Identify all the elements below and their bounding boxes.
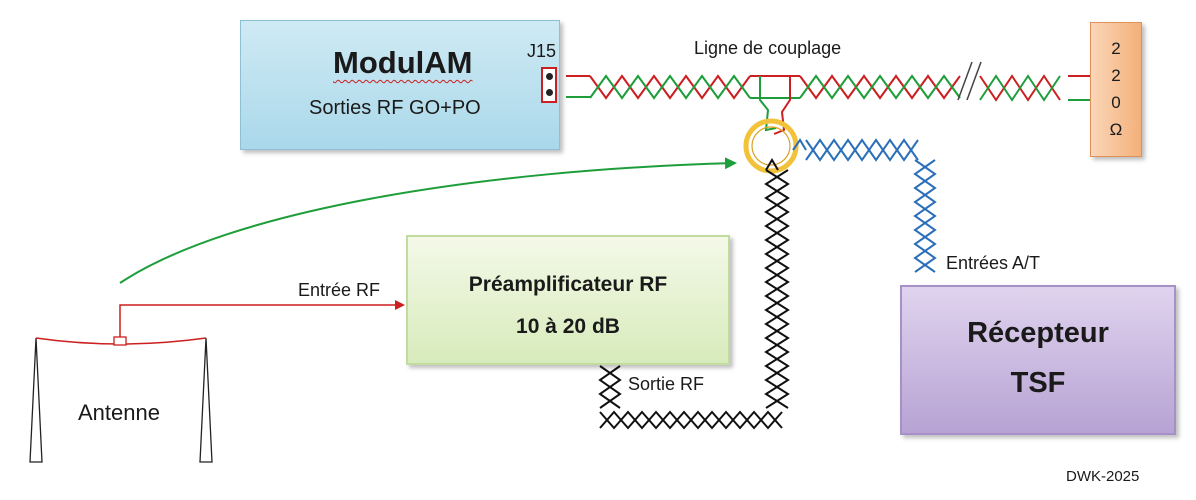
preamp-line2: 10 à 20 dB xyxy=(516,315,620,338)
credit-label: DWK-2025 xyxy=(1066,468,1140,485)
black-vertical-right-b xyxy=(764,169,790,409)
coupling-segment-3-b xyxy=(979,74,1061,102)
receiver-line1: Récepteur xyxy=(967,317,1109,349)
modulam-subtitle: Sorties RF GO+PO xyxy=(309,97,481,119)
blue-vertical-b xyxy=(913,159,937,273)
receiver-line2: TSF xyxy=(1010,367,1066,399)
connector-pin-bottom xyxy=(546,89,553,96)
load-value: 2 2 0 Ω xyxy=(1091,35,1141,143)
coupling-segment-2-a xyxy=(799,74,961,100)
coupling-drop-green xyxy=(759,76,777,132)
coupling-segment-2-b xyxy=(799,74,961,100)
blue-horizontal-b xyxy=(805,138,919,162)
connector-j15 xyxy=(541,67,557,103)
coupling-twisted-pair xyxy=(566,74,1061,102)
load-resistor-box: 2 2 0 Ω xyxy=(1090,22,1142,157)
rf-input-line xyxy=(119,300,405,337)
coupling-segment-1-b xyxy=(589,74,751,100)
load-char: 2 xyxy=(1111,66,1121,85)
antenna-insulator xyxy=(113,336,127,346)
connector-pin-top xyxy=(546,73,553,80)
blue-lead xyxy=(792,138,807,151)
load-char: 2 xyxy=(1111,39,1121,58)
coupling-line-break xyxy=(957,61,982,101)
at-inputs-label: Entrées A/T xyxy=(946,253,1041,273)
preamp-box: Préamplificateur RF 10 à 20 dB xyxy=(406,235,730,365)
ferrite-ring-inner xyxy=(751,126,791,166)
antenna-mast-right xyxy=(199,337,213,463)
coupling-arrow xyxy=(119,157,737,284)
coupling-drop-red xyxy=(773,76,791,135)
load-char: Ω xyxy=(1109,120,1123,139)
coupling-line-label: Ligne de couplage xyxy=(694,38,842,58)
modulam-title: ModulAM xyxy=(333,45,473,80)
receiver-box: Récepteur TSF xyxy=(900,285,1176,435)
load-char: 0 xyxy=(1111,93,1121,112)
coupling-segment-1-a xyxy=(589,74,751,100)
receiver-twisted-pair xyxy=(792,138,937,273)
rf-output-label: Sortie RF xyxy=(628,374,705,394)
preamp-line1: Préamplificateur RF xyxy=(468,273,668,296)
antenna-label: Antenne xyxy=(78,400,160,425)
connector-label: J15 xyxy=(527,41,557,61)
blue-vertical-a xyxy=(913,159,937,273)
antenna-mast-left xyxy=(29,337,43,463)
rf-input-label: Entrée RF xyxy=(298,280,381,300)
black-vertical-left-b xyxy=(598,365,622,409)
black-lead xyxy=(765,158,779,171)
preamp-output-twisted-pair xyxy=(598,158,790,430)
black-horizontal-b xyxy=(599,410,783,430)
modulam-box: ModulAM Sorties RF GO+PO J15 xyxy=(240,20,560,150)
blue-horizontal-a xyxy=(805,138,919,162)
